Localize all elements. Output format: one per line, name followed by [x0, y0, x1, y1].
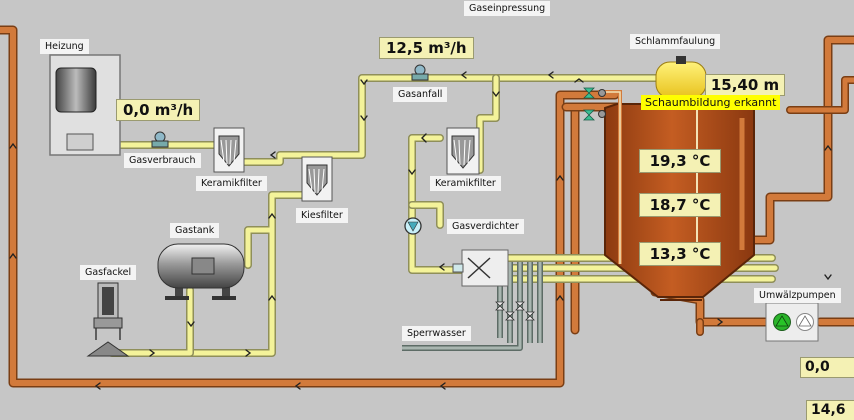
pump-2-button[interactable] — [795, 312, 815, 332]
digester-valve-bottom-button[interactable] — [582, 108, 596, 122]
temp-top-value: 19,3 °C — [639, 149, 721, 173]
gas-yield-label: Gasanfall — [393, 87, 448, 102]
heater-button[interactable] — [50, 55, 120, 155]
ceramic-filter-1-label: Keramikfilter — [196, 176, 267, 191]
digester-label: Schlammfaulung — [630, 34, 721, 49]
water-valves — [495, 301, 535, 321]
pump-stopped-icon — [796, 313, 814, 331]
gas-tank — [157, 243, 245, 300]
temp-bottom-value: 13,3 °C — [639, 242, 721, 266]
digester-level-value: 15,40 m — [705, 74, 785, 96]
edge-value-1: 0,0 — [800, 357, 854, 378]
ceramic-filter-1-button[interactable] — [214, 128, 244, 172]
filter-units — [213, 127, 480, 202]
gas-tank-label: Gastank — [170, 223, 220, 238]
foam-alarm: Schaumbildung erkannt — [641, 95, 781, 110]
gas-tank-button[interactable] — [158, 244, 244, 288]
digester-valve-top-button[interactable] — [582, 86, 596, 100]
heater-unit — [49, 54, 121, 156]
pump-1-button[interactable] — [772, 312, 792, 332]
pump-running-icon — [773, 313, 791, 331]
edge-value-2: 14,6 — [806, 400, 854, 420]
gas-flare-label: Gasfackel — [80, 265, 137, 280]
flow-meters — [151, 64, 429, 148]
compressor-button[interactable] — [462, 250, 508, 286]
gravel-filter-label: Kiesfilter — [296, 208, 348, 223]
digester-valves — [583, 87, 606, 121]
process-title: Gaseinpressung — [464, 1, 551, 16]
compressor-label: Gasverdichter — [447, 219, 524, 234]
water-pipes — [402, 262, 543, 351]
gas-consumption-label: Gasverbrauch — [124, 153, 201, 168]
seal-water-label: Sperrwasser — [402, 326, 471, 341]
ceramic-filter-2-button[interactable] — [447, 128, 479, 174]
heater-label: Heizung — [40, 39, 89, 54]
gas-yield-value: 12,5 m³/h — [379, 37, 474, 59]
compressor — [404, 217, 509, 287]
gravel-filter-button[interactable] — [302, 157, 332, 201]
gas-consumption-value: 0,0 m³/h — [116, 99, 201, 121]
gas-flare — [86, 282, 130, 357]
ceramic-filter-2-label: Keramikfilter — [430, 176, 501, 191]
temp-mid-value: 18,7 °C — [639, 193, 721, 217]
gas-flare-button[interactable] — [94, 283, 122, 328]
flow-arrows — [9, 71, 832, 390]
pumps-label: Umwälzpumpen — [754, 288, 841, 303]
